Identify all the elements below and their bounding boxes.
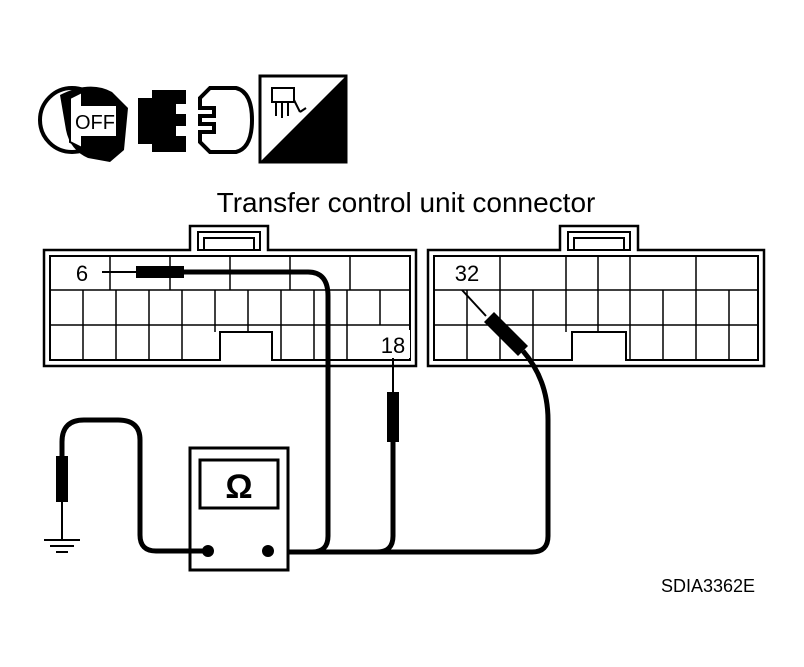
ground-lead bbox=[56, 417, 208, 554]
connector-title: Transfer control unit connector bbox=[217, 187, 596, 218]
figure-code: SDIA3362E bbox=[661, 576, 755, 596]
meter-terminal-right bbox=[262, 545, 274, 557]
key-off-label: OFF bbox=[75, 112, 115, 134]
pin-32-label: 32 bbox=[455, 261, 479, 286]
ohmmeter-icon: Ω bbox=[188, 446, 290, 572]
left-connector bbox=[42, 224, 418, 368]
ground-icon bbox=[44, 539, 80, 553]
right-connector bbox=[426, 224, 766, 368]
hs-label: H.S. bbox=[303, 139, 342, 161]
pin-18-label: 18 bbox=[381, 333, 405, 358]
ohm-symbol: Ω bbox=[225, 468, 252, 506]
pin-6-label: 6 bbox=[76, 261, 88, 286]
harness-side-icon: H.S. bbox=[258, 74, 348, 164]
probe-pin-32 bbox=[268, 289, 551, 555]
connector-disconnected-icon bbox=[138, 86, 255, 154]
ignition-key-off-icon: OFF bbox=[38, 86, 128, 162]
